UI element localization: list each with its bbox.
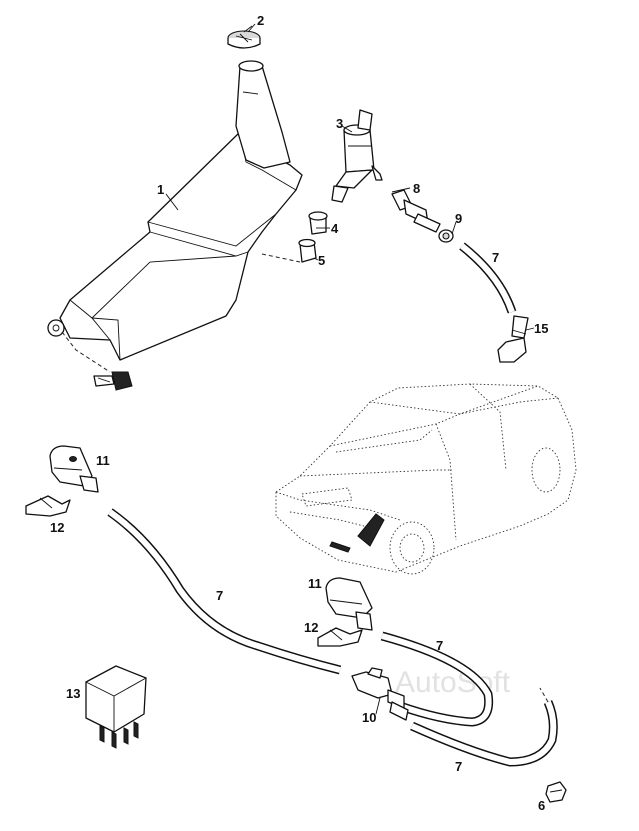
pump-seal bbox=[298, 238, 317, 263]
callout-6: 6 bbox=[538, 798, 545, 813]
mounting-screw bbox=[93, 371, 133, 391]
hose-lower-right-top bbox=[380, 631, 494, 727]
watermark: AutoSoft bbox=[395, 666, 511, 699]
filler-cap bbox=[227, 25, 261, 49]
callout-5: 5 bbox=[318, 253, 325, 268]
washer-nozzle-right bbox=[325, 577, 373, 631]
hose-lower-left bbox=[107, 508, 342, 675]
hose-connector bbox=[391, 189, 441, 233]
hose-upper bbox=[459, 242, 517, 314]
pump-grommet bbox=[308, 211, 328, 235]
hose-lower-right-bottom bbox=[410, 700, 558, 767]
car-outline bbox=[275, 383, 577, 575]
callout-8: 8 bbox=[413, 181, 420, 196]
nozzle-bracket-right bbox=[317, 627, 363, 647]
callout-2: 2 bbox=[257, 13, 264, 28]
callout-3: 3 bbox=[336, 116, 343, 131]
callout-7-right: 7 bbox=[436, 638, 443, 653]
hose-clip-6 bbox=[545, 781, 567, 803]
nozzle-bracket-left bbox=[25, 495, 71, 517]
callout-11-left: 11 bbox=[96, 453, 110, 468]
elbow-valve bbox=[497, 315, 529, 363]
callout-9: 9 bbox=[455, 211, 462, 226]
callout-12-right: 12 bbox=[304, 620, 318, 635]
callout-7-upper: 7 bbox=[492, 250, 499, 265]
callout-12-left: 12 bbox=[50, 520, 64, 535]
callouts: 2 1 3 4 5 8 9 7 15 11 12 7 11 12 7 13 10… bbox=[50, 13, 548, 813]
callout-7-left: 7 bbox=[216, 588, 223, 603]
callout-7-bottom: 7 bbox=[455, 759, 462, 774]
washer-pump bbox=[331, 109, 383, 203]
washer-reservoir bbox=[47, 60, 303, 373]
callout-13: 13 bbox=[66, 686, 80, 701]
callout-11-right: 11 bbox=[308, 576, 322, 591]
callout-1: 1 bbox=[157, 182, 164, 197]
callout-15: 15 bbox=[534, 321, 548, 336]
t-connector bbox=[351, 667, 409, 721]
leader-lines bbox=[165, 23, 535, 715]
callout-4: 4 bbox=[331, 221, 339, 236]
relay bbox=[85, 665, 147, 749]
callout-10: 10 bbox=[362, 710, 376, 725]
hose-end-dash bbox=[539, 687, 549, 703]
hose-clip-9 bbox=[438, 229, 454, 243]
washer-nozzle-left bbox=[49, 445, 99, 493]
